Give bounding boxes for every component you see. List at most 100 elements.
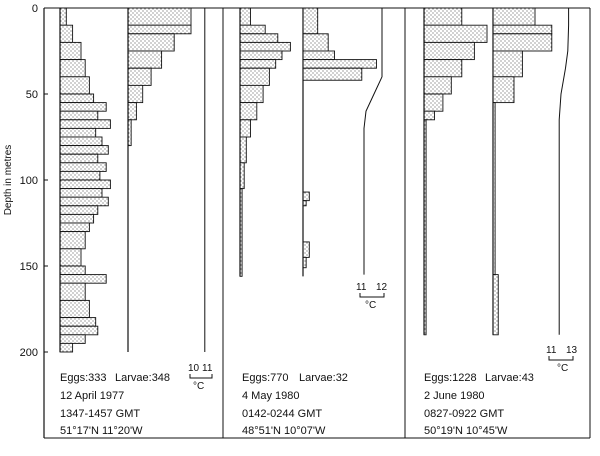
egg-bar xyxy=(423,110,435,121)
egg-bar xyxy=(59,274,107,284)
egg-bar xyxy=(59,188,103,198)
y-tick-label-200: 200 xyxy=(20,347,38,359)
egg-bar xyxy=(239,7,251,26)
temp-scale-high: 11 xyxy=(202,363,213,374)
y-axis: 0 50 100 150 200 Depth in metres xyxy=(3,3,48,359)
sample-date: 12 April 1977 xyxy=(60,390,124,402)
temp-scale-low: 10 xyxy=(188,363,200,374)
egg-bar xyxy=(59,222,90,233)
egg-bar xyxy=(59,299,90,319)
sample-time: 1347-1457 GMT xyxy=(60,408,140,420)
egg-bar xyxy=(59,334,86,344)
larvae-histogram xyxy=(302,7,377,277)
larvae-bar xyxy=(302,241,310,258)
sample-time: 0827-0922 GMT xyxy=(424,408,504,420)
egg-bar xyxy=(59,179,111,190)
egg-bar xyxy=(59,213,95,224)
larvae-bar xyxy=(492,50,523,78)
larvae-bar xyxy=(302,50,335,61)
larvae-bar xyxy=(302,33,329,52)
egg-bar xyxy=(59,170,101,181)
egg-bar xyxy=(59,59,86,78)
temp-scale-unit: °C xyxy=(557,363,568,374)
temp-scale-unit: °C xyxy=(365,300,376,311)
egg-bar xyxy=(59,136,103,147)
larvae-bar xyxy=(127,67,152,86)
larvae-bar xyxy=(127,7,192,26)
larvae-count: Larvae:348 xyxy=(115,372,170,384)
egg-bar xyxy=(59,102,107,112)
egg-bar xyxy=(59,41,82,61)
egg-bar xyxy=(59,325,99,336)
station-info: Eggs:770 Larvae:32 4 May 1980 0142-0244 … xyxy=(242,372,348,437)
egg-bar xyxy=(239,119,251,138)
egg-bar xyxy=(59,24,74,43)
egg-bar xyxy=(239,41,291,52)
larvae-bar xyxy=(127,33,175,52)
larvae-histogram xyxy=(127,7,192,352)
larvae-bar xyxy=(127,84,144,104)
larvae-count: Larvae:32 xyxy=(299,372,348,384)
eggs-count: Eggs:333 xyxy=(60,372,106,384)
egg-bar xyxy=(59,205,99,215)
station-info: Eggs:1228 Larvae:43 2 June 1980 0827-092… xyxy=(424,372,534,437)
larvae-bar xyxy=(492,24,553,35)
egg-bar xyxy=(59,342,74,353)
sample-position: 50°19'N 10°45'W xyxy=(424,425,508,437)
egg-bar xyxy=(59,282,86,301)
egg-bar xyxy=(423,24,488,43)
larvae-bar xyxy=(492,76,515,104)
egg-bar xyxy=(239,24,266,35)
y-tick-label-0: 0 xyxy=(32,3,38,15)
temperature-line xyxy=(558,8,570,335)
egg-histogram xyxy=(423,7,488,336)
egg-bar xyxy=(239,50,283,61)
egg-bar xyxy=(59,248,82,267)
egg-bar xyxy=(239,67,270,86)
egg-bar xyxy=(423,93,444,112)
egg-bar xyxy=(423,7,463,26)
y-tick-label-150: 150 xyxy=(20,261,38,273)
egg-bar xyxy=(59,265,86,276)
egg-bar xyxy=(423,59,463,78)
y-axis-title: Depth in metres xyxy=(3,145,14,216)
larvae-bar xyxy=(127,50,163,69)
larvae-histogram xyxy=(492,7,553,336)
sample-time: 0142-0244 GMT xyxy=(242,408,322,420)
temperature-profile xyxy=(363,8,383,275)
sample-date: 2 June 1980 xyxy=(424,390,485,402)
egg-bar xyxy=(59,153,99,164)
temperature-scale: 10 11 °C xyxy=(188,363,213,392)
egg-bar xyxy=(59,145,109,155)
eggs-count: Eggs:770 xyxy=(242,372,288,384)
temp-scale-low: 11 xyxy=(546,345,557,356)
egg-bar xyxy=(59,231,86,250)
larvae-bar xyxy=(302,191,310,202)
temperature-profile xyxy=(558,8,570,335)
larvae-bar xyxy=(492,274,499,336)
larvae-bar xyxy=(127,102,137,121)
sample-position: 51°17'N 11°20'W xyxy=(60,425,143,437)
eggs-count: Eggs:1228 xyxy=(424,372,477,384)
egg-bar xyxy=(239,102,258,121)
egg-bar xyxy=(59,7,67,26)
egg-bar xyxy=(239,59,277,69)
larvae-bar xyxy=(302,67,363,81)
temp-scale-high: 12 xyxy=(376,282,388,293)
egg-bar xyxy=(239,136,247,164)
temperature-scale: 11 12 °C xyxy=(356,282,388,311)
larvae-bar xyxy=(302,59,377,69)
larvae-bar xyxy=(302,7,319,35)
sample-position: 48°51'N 10°07'W xyxy=(242,425,326,437)
egg-bar xyxy=(59,127,97,138)
station-panel-may-1980: 11 12 °C Eggs:770 Larvae:32 4 May 1980 0… xyxy=(239,7,388,437)
egg-bar xyxy=(59,196,109,207)
temp-scale-high: 13 xyxy=(566,345,578,356)
temp-scale-unit: °C xyxy=(193,381,204,392)
temperature-scale: 11 13 °C xyxy=(546,345,578,374)
larvae-count: Larvae:43 xyxy=(485,372,534,384)
egg-bar xyxy=(59,93,95,104)
egg-bar xyxy=(239,33,279,43)
station-info: Eggs:333 Larvae:348 12 April 1977 1347-1… xyxy=(60,372,170,437)
